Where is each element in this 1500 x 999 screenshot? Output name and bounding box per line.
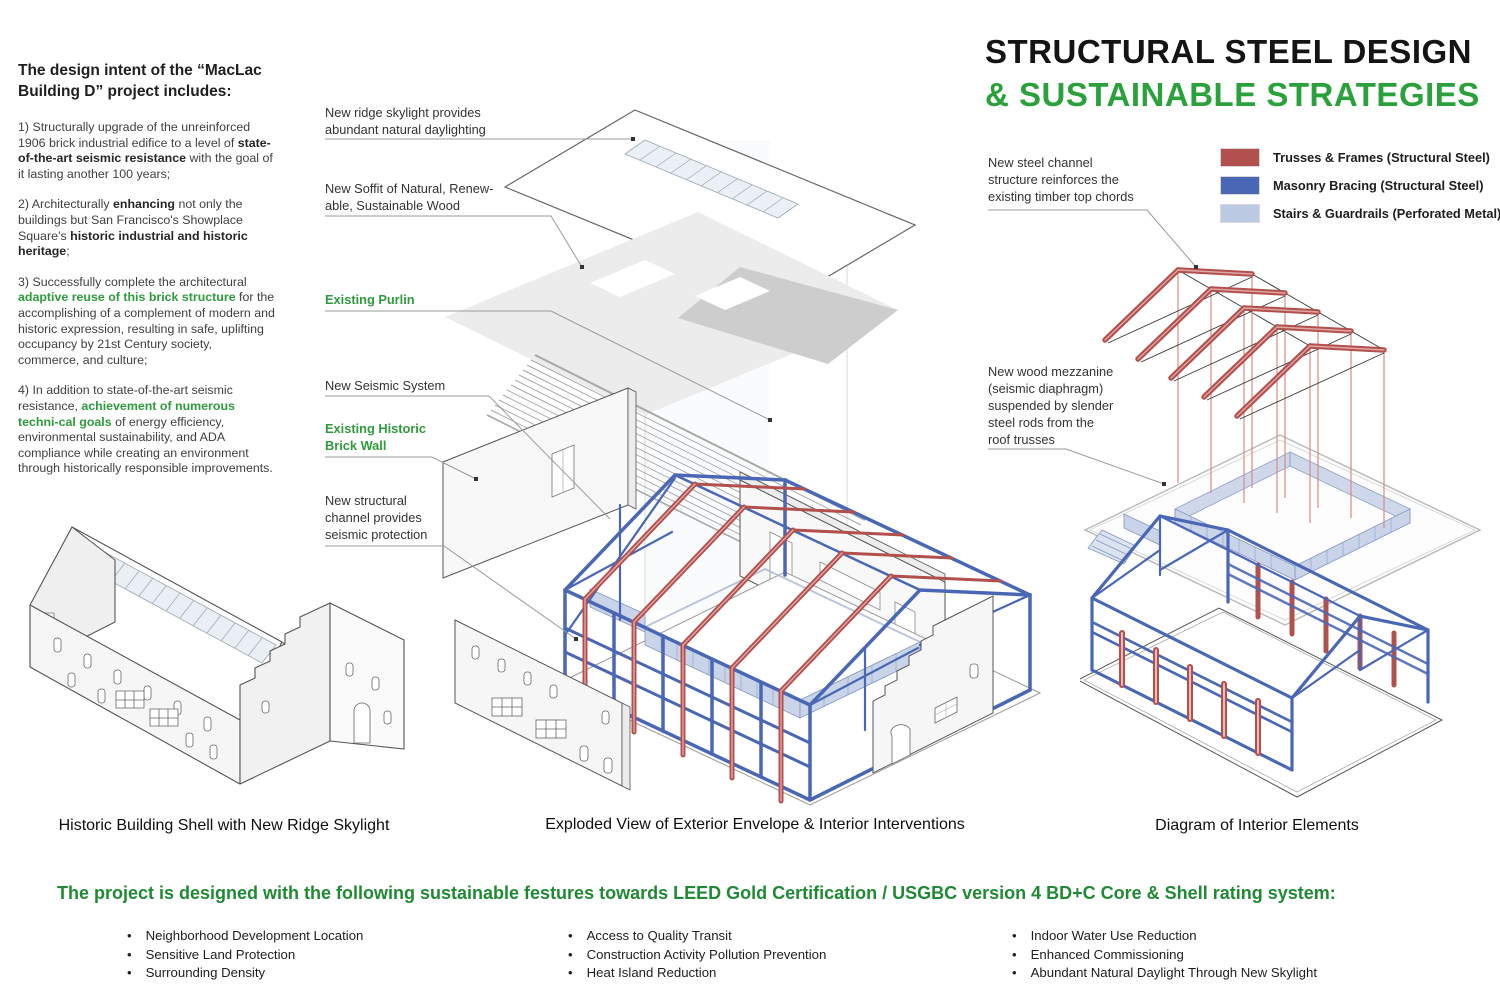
label-steel-channel: New steel channel structure reinforces t… [988, 155, 1134, 204]
legend-swatch-lightblue [1220, 204, 1260, 223]
crenellated-wall-piece [872, 595, 994, 774]
intent-paragraph-1: 1) Structurally upgrade of the unreinfor… [18, 120, 273, 181]
list-item: Neighborhood Development Location [127, 927, 364, 946]
red-pilasters-front [1119, 630, 1261, 756]
label-ridge-skylight: New ridge skylight provides abundant nat… [325, 105, 486, 137]
list-item: Surrounding Density [127, 964, 363, 983]
legend: Trusses & Frames (Structural Steel) Maso… [1220, 148, 1500, 232]
label-existing-purlin: Existing Purlin [325, 292, 415, 307]
legend-row-trusses: Trusses & Frames (Structural Steel) [1220, 148, 1500, 167]
poster-title: STRUCTURAL STEEL DESIGN & SUSTAINABLE ST… [985, 30, 1500, 116]
interior-elements-diagram [1080, 267, 1482, 798]
existing-brick-wall-piece [442, 387, 637, 579]
title-line-1: STRUCTURAL STEEL DESIGN [985, 33, 1472, 70]
windows [53, 637, 392, 760]
list-item: Access to Quality Transit [568, 927, 826, 946]
legend-label: Stairs & Guardrails (Perforated Metal) [1273, 206, 1500, 221]
building-shell [29, 526, 405, 785]
mezzanine-stair [1087, 513, 1161, 565]
interior-frame [1080, 514, 1444, 798]
intent-paragraph-3: 3) Successfully complete the architectur… [18, 274, 275, 367]
red-trusses [582, 481, 1003, 804]
caption-historic-shell: Historic Building Shell with New Ridge S… [58, 817, 390, 834]
ridge-skylight [69, 540, 277, 664]
wood-soffit-plane [445, 212, 898, 415]
label-new-seismic-system: New Seismic System [325, 378, 446, 393]
label-existing-brick-wall: Existing Historic Brick Wall [325, 421, 426, 453]
list-item: Sensitive Land Protection [127, 946, 363, 965]
design-intent-heading: The design intent of the “MacLac Buildin… [18, 62, 262, 100]
caption-interior-elements: Diagram of Interior Elements [1155, 817, 1359, 834]
list-item: Abundant Natural Daylight Through New Sk… [1012, 964, 1317, 983]
legend-label: Trusses & Frames (Structural Steel) [1273, 150, 1490, 165]
sustainable-heading: The project is designed with the followi… [57, 883, 1336, 903]
legend-swatch-red [1220, 148, 1260, 167]
sustainable-list-2: Access to Quality Transit Construction A… [568, 927, 827, 983]
list-item: Heat Island Reduction [568, 964, 826, 983]
list-item: Indoor Water Use Reduction [1012, 927, 1317, 946]
roof-trusses [1102, 267, 1387, 528]
label-wood-mezzanine: New wood mezzanine (seismic diaphragm) s… [988, 364, 1114, 447]
front-left-wall-piece [454, 619, 631, 791]
label-structural-channel: New structural channel provides seismic … [325, 493, 428, 542]
list-item: Enhanced Commissioning [1012, 946, 1317, 965]
sustainable-list-1: Neighborhood Development Location Sensit… [127, 927, 364, 983]
legend-label: Masonry Bracing (Structural Steel) [1273, 178, 1484, 193]
intent-paragraph-2: 2) Architecturally enhancing not only th… [18, 197, 248, 259]
intent-paragraph-4: 4) In addition to state-of-the-art seism… [18, 383, 273, 476]
historic-building-diagram [29, 526, 405, 785]
mezzanine-plane [1083, 434, 1482, 626]
sustainable-list-3: Indoor Water Use Reduction Enhanced Comm… [1012, 927, 1317, 983]
stepped-parapet [239, 602, 331, 785]
exploded-view-diagram [442, 109, 1042, 806]
legend-swatch-blue [1220, 176, 1260, 195]
caption-exploded-view: Exploded View of Exterior Envelope & Int… [545, 816, 965, 833]
title-line-2: & SUSTAINABLE STRATEGIES [985, 76, 1480, 113]
legend-row-stairs: Stairs & Guardrails (Perforated Metal) [1220, 204, 1500, 223]
label-wood-soffit: New Soffit of Natural, Renew- able, Sust… [325, 181, 494, 213]
arched-door [353, 702, 371, 744]
legend-row-bracing: Masonry Bracing (Structural Steel) [1220, 176, 1500, 195]
design-intent-panel: The design intent of the “MacLac Buildin… [18, 60, 276, 492]
list-item: Construction Activity Pollution Preventi… [568, 946, 827, 965]
